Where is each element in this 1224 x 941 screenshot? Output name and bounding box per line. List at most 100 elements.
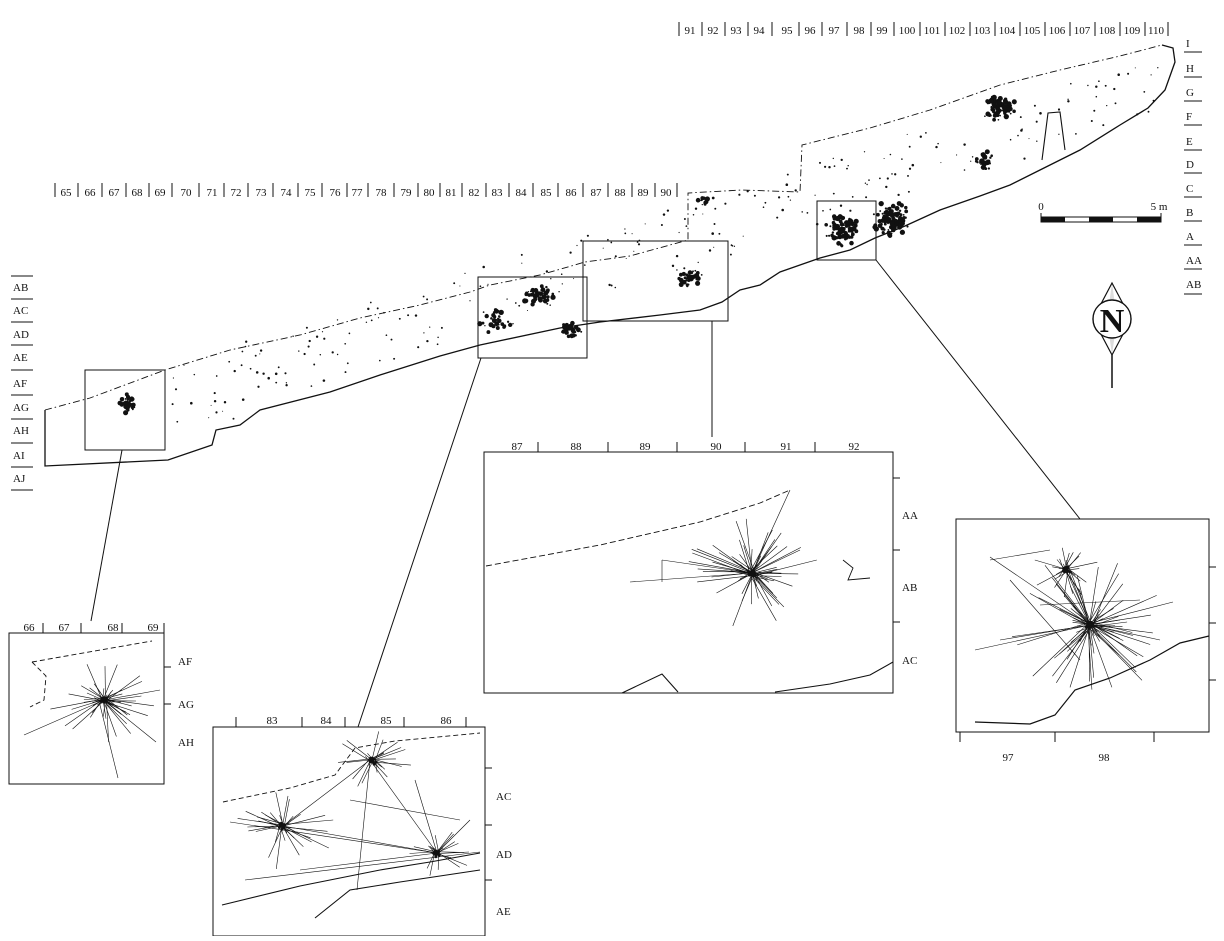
find-dot bbox=[497, 310, 499, 312]
find-dot bbox=[603, 248, 604, 249]
find-dot bbox=[175, 388, 177, 390]
find-dot bbox=[684, 218, 686, 220]
find-dot bbox=[1009, 103, 1011, 105]
inset-3-frame bbox=[484, 452, 893, 693]
find-dot bbox=[260, 349, 262, 351]
find-dot bbox=[1039, 112, 1042, 115]
find-dot bbox=[497, 318, 499, 320]
find-dot bbox=[896, 209, 898, 211]
find-dot bbox=[981, 163, 983, 165]
find-dot bbox=[1135, 67, 1136, 68]
inset-col-label: 89 bbox=[640, 441, 652, 453]
find-dot bbox=[904, 206, 907, 209]
find-dot bbox=[778, 196, 780, 198]
find-dot bbox=[426, 298, 428, 300]
find-dot bbox=[176, 421, 178, 423]
find-dot bbox=[486, 330, 490, 334]
find-dot bbox=[814, 195, 815, 196]
find-dot bbox=[233, 418, 235, 420]
inset-row-label: AF bbox=[178, 656, 192, 668]
find-dot bbox=[828, 235, 830, 237]
find-dot bbox=[696, 198, 701, 203]
find-dot bbox=[718, 233, 720, 235]
grid-col-label: 88 bbox=[615, 187, 627, 199]
find-dot bbox=[1157, 67, 1158, 68]
scale-start-label: 0 bbox=[1038, 201, 1044, 213]
find-dot bbox=[407, 314, 409, 316]
grid-col-label: 78 bbox=[376, 187, 388, 199]
find-dot bbox=[700, 196, 704, 200]
grid-col-label: 107 bbox=[1074, 25, 1091, 37]
find-dot bbox=[126, 406, 129, 409]
find-dot bbox=[826, 235, 828, 237]
find-dot bbox=[284, 372, 286, 374]
find-dot bbox=[979, 162, 981, 164]
grid-col-label: 100 bbox=[899, 25, 916, 37]
find-dot bbox=[545, 286, 547, 288]
find-dot bbox=[1010, 139, 1012, 141]
find-dot bbox=[840, 227, 844, 231]
find-dot bbox=[441, 327, 443, 329]
inset-row-label: AC bbox=[496, 791, 511, 803]
grid-col-label: 102 bbox=[949, 25, 966, 37]
grid-col-label: 109 bbox=[1124, 25, 1141, 37]
find-dot bbox=[214, 392, 216, 394]
find-dot bbox=[672, 265, 674, 267]
find-dot bbox=[550, 295, 555, 300]
find-dot bbox=[700, 200, 702, 202]
refit-node bbox=[435, 854, 438, 857]
find-dot bbox=[790, 199, 791, 200]
find-dot bbox=[1087, 85, 1088, 86]
find-dot bbox=[889, 213, 891, 215]
find-dot bbox=[391, 339, 393, 341]
find-dot bbox=[667, 209, 669, 211]
find-dot bbox=[546, 303, 548, 305]
find-dot bbox=[887, 177, 889, 179]
find-dot bbox=[1105, 85, 1107, 87]
find-dot bbox=[661, 224, 663, 226]
find-dot bbox=[1058, 134, 1059, 135]
inset-row-label: AH bbox=[178, 737, 194, 749]
find-dot bbox=[234, 370, 236, 372]
grid-row-label: AH bbox=[13, 425, 29, 437]
grid-col-label: 77 bbox=[352, 187, 364, 199]
find-dot bbox=[884, 158, 885, 159]
find-dot bbox=[998, 119, 1000, 121]
grid-col-label: 99 bbox=[877, 25, 889, 37]
find-dot bbox=[982, 167, 985, 170]
find-dot bbox=[898, 216, 902, 220]
grid-col-label: 104 bbox=[999, 25, 1016, 37]
inset-1-frame bbox=[9, 633, 164, 784]
find-dot bbox=[839, 219, 843, 223]
find-dot bbox=[993, 118, 995, 120]
find-dot bbox=[850, 235, 854, 239]
find-dot bbox=[561, 273, 563, 275]
find-dot bbox=[503, 324, 507, 328]
find-dot bbox=[1001, 109, 1003, 111]
find-dot bbox=[245, 341, 247, 343]
find-dot bbox=[907, 175, 909, 177]
find-dot bbox=[829, 209, 831, 211]
grid-col-label: 81 bbox=[446, 187, 457, 199]
grid-col-label: 79 bbox=[401, 187, 413, 199]
find-dot bbox=[518, 305, 520, 307]
find-dot bbox=[837, 224, 839, 226]
find-dot bbox=[122, 402, 126, 406]
find-dot bbox=[570, 321, 575, 326]
find-dot bbox=[316, 336, 318, 338]
find-dot bbox=[841, 159, 843, 161]
find-dot bbox=[561, 331, 563, 333]
find-dot bbox=[997, 101, 1001, 105]
find-dot bbox=[865, 183, 866, 184]
find-dot bbox=[776, 217, 778, 219]
find-dot bbox=[1034, 105, 1036, 107]
find-dot bbox=[879, 201, 884, 206]
find-dot bbox=[292, 336, 293, 337]
find-dot bbox=[764, 202, 766, 204]
find-dot bbox=[693, 214, 695, 216]
find-dot bbox=[1058, 108, 1060, 110]
find-dot bbox=[868, 179, 870, 181]
find-dot bbox=[540, 289, 543, 292]
find-dot bbox=[908, 191, 910, 193]
